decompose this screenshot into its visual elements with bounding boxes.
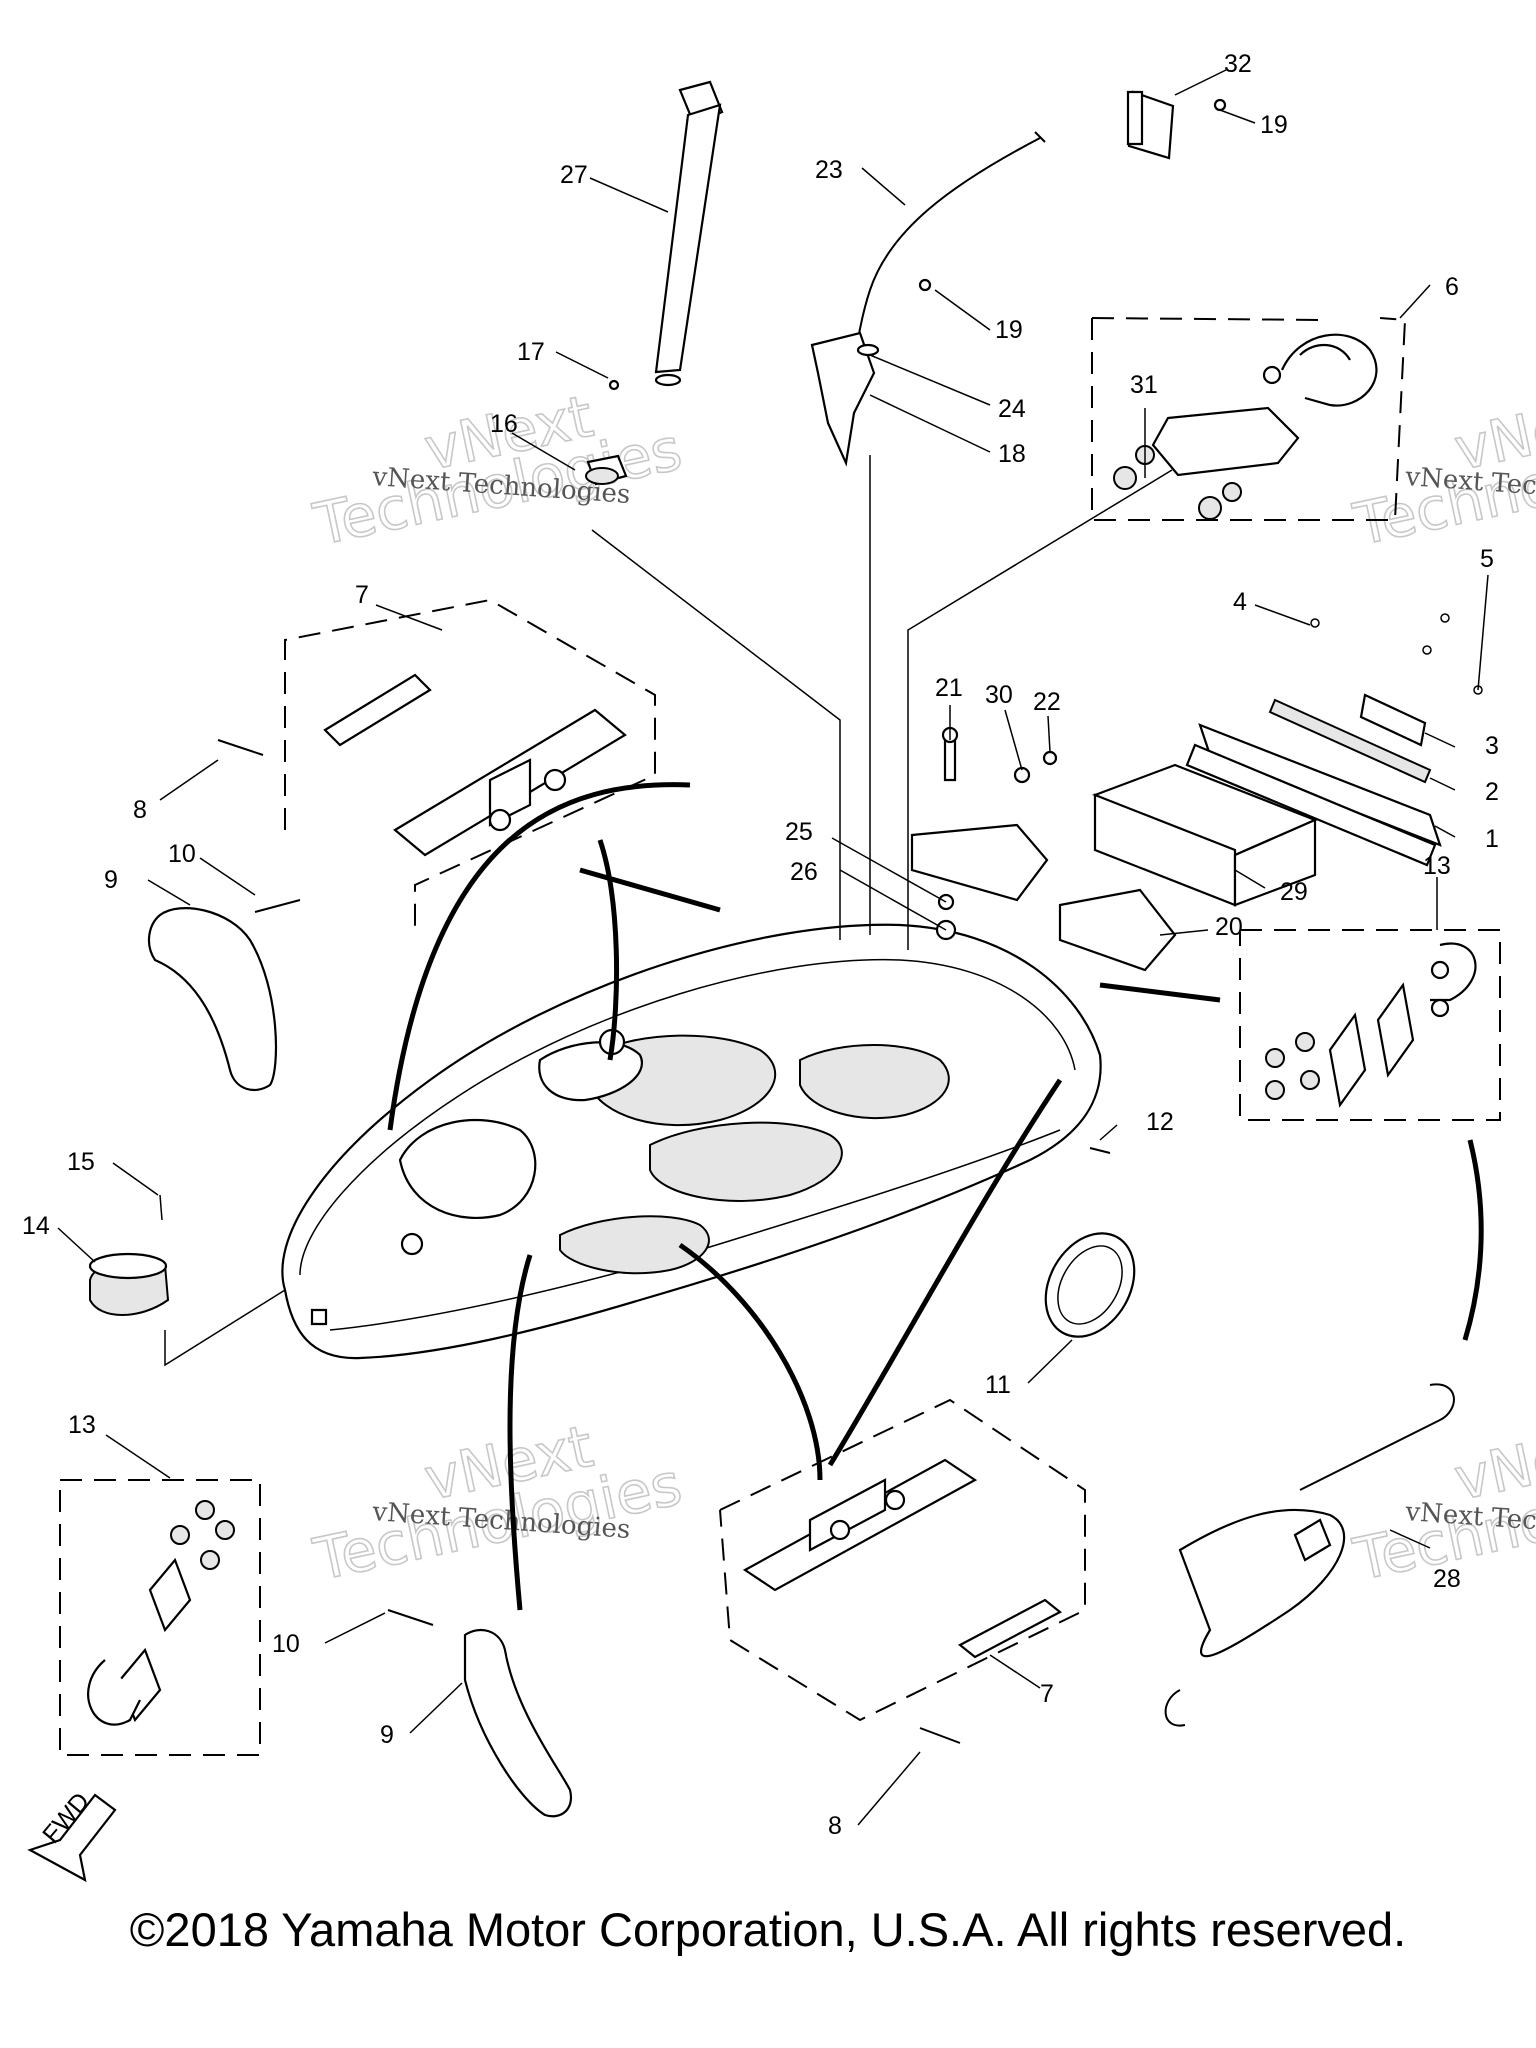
group-7-bottom bbox=[719, 1398, 1086, 1722]
callout-31: 31 bbox=[1130, 371, 1158, 399]
callout-6: 6 bbox=[1445, 273, 1459, 301]
callout-16: 16 bbox=[490, 410, 518, 438]
callout-7: 7 bbox=[355, 581, 369, 609]
cap-14 bbox=[88, 1194, 286, 1367]
group-13-right bbox=[1239, 929, 1501, 1121]
callout-20: 20 bbox=[1215, 913, 1243, 941]
callout-17: 17 bbox=[517, 338, 545, 366]
callout-15: 15 bbox=[67, 1148, 95, 1176]
callout-5: 5 bbox=[1480, 545, 1494, 573]
group-13-left bbox=[59, 1479, 261, 1756]
cable-bracket bbox=[810, 131, 1046, 935]
callout-1: 1 bbox=[1485, 825, 1499, 853]
pole-assembly bbox=[585, 80, 841, 940]
rail-assembly bbox=[1185, 613, 1483, 867]
callout-2: 2 bbox=[1485, 778, 1499, 806]
hinge-32 bbox=[1126, 90, 1227, 160]
callout-14: 14 bbox=[22, 1212, 50, 1240]
callout-10: 10 bbox=[168, 840, 196, 868]
callout-9: 9 bbox=[104, 866, 118, 894]
strap-28 bbox=[1164, 1383, 1455, 1727]
callout-8: 8 bbox=[133, 796, 147, 824]
callout-32: 32 bbox=[1224, 50, 1252, 78]
fwd-arrow-icon: FWD bbox=[27, 1787, 117, 1883]
block-and-pads bbox=[910, 726, 1318, 972]
callout-18: 18 bbox=[998, 440, 1026, 468]
callout-13: 13 bbox=[68, 1411, 96, 1439]
flow-arrows bbox=[387, 782, 1484, 1611]
bumpers bbox=[147, 907, 573, 1818]
screws bbox=[217, 739, 1111, 1744]
callout-9: 9 bbox=[380, 1721, 394, 1749]
copyright-notice: ©2018 Yamaha Motor Corporation, U.S.A. A… bbox=[129, 1903, 1407, 1956]
callout-21: 21 bbox=[935, 674, 963, 702]
callout-labels: 27 17 16 23 19 24 18 32 19 6 31 4 5 3 2 … bbox=[22, 50, 1499, 1840]
callout-22: 22 bbox=[1033, 688, 1061, 716]
callout-13: 13 bbox=[1423, 852, 1451, 880]
group-6 bbox=[907, 317, 1407, 950]
callout-27: 27 bbox=[560, 161, 588, 189]
ring-11 bbox=[1044, 1232, 1136, 1338]
callout-7: 7 bbox=[1040, 1680, 1054, 1708]
callout-3: 3 bbox=[1485, 732, 1499, 760]
callout-19: 19 bbox=[995, 316, 1023, 344]
leader-lines bbox=[57, 69, 1489, 1826]
callout-24: 24 bbox=[998, 395, 1026, 423]
callout-12: 12 bbox=[1146, 1108, 1174, 1136]
callout-19: 19 bbox=[1260, 111, 1288, 139]
callout-28: 28 bbox=[1433, 1565, 1461, 1593]
callout-30: 30 bbox=[985, 681, 1013, 709]
boat-hull bbox=[281, 923, 1102, 1360]
callout-26: 26 bbox=[790, 858, 818, 886]
callout-11: 11 bbox=[985, 1371, 1011, 1399]
callout-25: 25 bbox=[785, 818, 813, 846]
callout-29: 29 bbox=[1280, 878, 1308, 906]
group-7-top bbox=[284, 598, 656, 935]
callout-10: 10 bbox=[272, 1630, 300, 1658]
callout-23: 23 bbox=[815, 156, 843, 184]
callout-8: 8 bbox=[828, 1812, 842, 1840]
callout-4: 4 bbox=[1233, 588, 1247, 616]
